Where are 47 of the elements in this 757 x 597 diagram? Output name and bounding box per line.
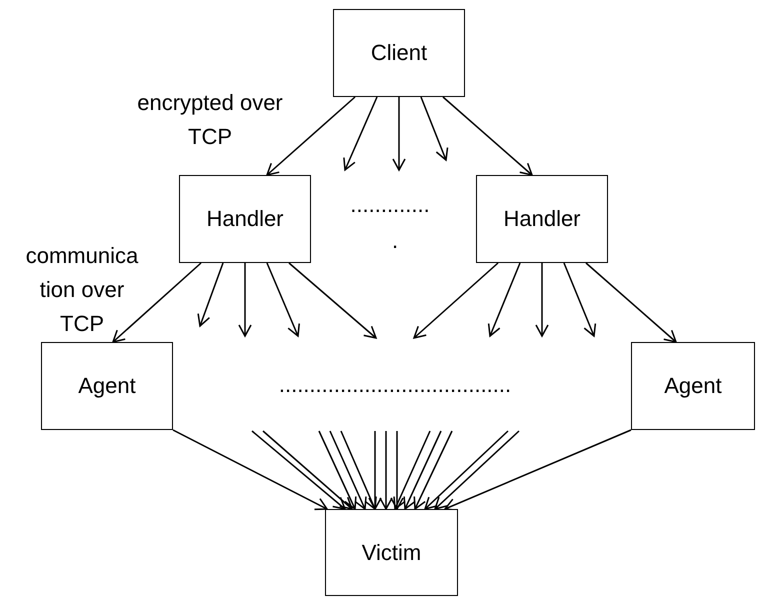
arrow: [252, 430, 346, 510]
node-label: Agent: [78, 373, 136, 399]
ellipsis-dots: .............: [349, 191, 431, 219]
process-box: [179, 175, 311, 263]
arrow: [414, 430, 453, 510]
arrow: [262, 430, 353, 510]
arrow: [266, 262, 300, 337]
arrow: [413, 262, 498, 339]
arrow: [238, 263, 252, 337]
arrow: [368, 431, 382, 510]
arrow: [444, 429, 632, 511]
arrow: [586, 262, 677, 343]
arrow: [172, 429, 328, 510]
arrow: [112, 262, 202, 343]
arrow: [392, 97, 406, 171]
annotation-text: encrypted over TCP: [136, 89, 284, 151]
process-box: [325, 509, 458, 596]
arrow: [434, 430, 520, 510]
node-label: Client: [370, 40, 428, 66]
arrow: [318, 430, 357, 510]
node-label: Handler: [503, 206, 581, 232]
arrow: [393, 430, 431, 510]
ellipsis-dots: ......................................: [278, 371, 512, 399]
node-label: Victim: [362, 540, 422, 566]
arrow: [403, 430, 442, 510]
arrow: [197, 262, 224, 327]
arrow: [488, 262, 521, 337]
arrow: [343, 96, 378, 171]
arrow: [329, 430, 367, 510]
arrow: [442, 96, 533, 176]
process-box: [41, 342, 173, 430]
process-box: [631, 342, 755, 430]
arrow: [288, 262, 377, 339]
process-box: [476, 175, 608, 263]
arrow: [420, 96, 448, 161]
arrow: [563, 262, 596, 337]
arrow: [424, 430, 509, 510]
ellipsis-dots: .: [390, 227, 400, 255]
arrow: [390, 431, 404, 510]
annotation-text: communica tion over TCP: [24, 242, 140, 338]
node-label: Agent: [664, 373, 722, 399]
arrow: [379, 431, 393, 510]
node-label: Handler: [206, 206, 284, 232]
arrow: [266, 96, 356, 176]
arrow: [535, 263, 549, 337]
arrow: [340, 430, 377, 510]
process-box: [333, 9, 465, 97]
